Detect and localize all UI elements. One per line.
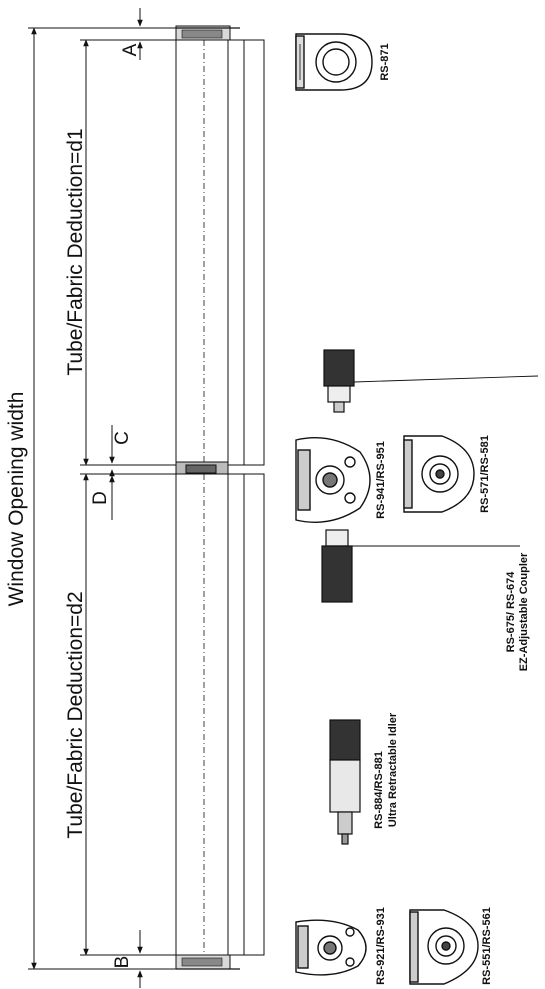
rs-871-label: RS-871 xyxy=(379,43,391,80)
rs-884-idler xyxy=(329,719,361,845)
a-dimension xyxy=(134,8,168,60)
top-bracket xyxy=(175,25,240,41)
b-dimension xyxy=(134,930,168,988)
rs-921-label: RS-921/RS-931 xyxy=(375,907,387,985)
center-coupler xyxy=(175,461,229,477)
d2-dimension xyxy=(80,473,176,956)
a-label: A xyxy=(120,43,141,56)
ez-adjustable-coupler-lower xyxy=(321,529,353,603)
rs-551-bracket xyxy=(409,909,479,985)
upper-tube xyxy=(175,39,265,466)
rs-571-bracket xyxy=(403,435,475,513)
d1-dimension xyxy=(80,39,176,466)
rs-884-label-line2: Ultra Retractable Idler xyxy=(387,712,399,827)
rs-941-label: RS-941/RS-951 xyxy=(375,441,387,519)
d1-label: Tube/Fabric Deduction=d1 xyxy=(64,128,87,375)
window-opening-width-label: Window Opening width xyxy=(5,392,28,607)
rs-675-label-line2: EZ-Adjustable Coupler xyxy=(518,552,530,671)
d2-label: Tube/Fabric Deduction=d2 xyxy=(64,591,87,838)
rs-921-bracket xyxy=(295,919,367,976)
rs-675-label-line1: RS-675/ RS-674 xyxy=(505,571,517,653)
ez-adjustable-coupler-upper xyxy=(323,349,355,413)
rs-571-label: RS-571/RS-581 xyxy=(479,435,491,513)
rs-884-label-line1: RS-884/RS-881 xyxy=(373,751,385,829)
c-label: C xyxy=(112,431,133,445)
d-dimension xyxy=(106,473,168,520)
lower-tube xyxy=(175,473,265,956)
rs-941-bracket xyxy=(295,437,371,523)
bottom-bracket xyxy=(175,954,240,970)
rs-551-label: RS-551/RS-561 xyxy=(481,907,493,985)
rs-871-bracket xyxy=(295,33,373,91)
coupler-leader-lines xyxy=(348,375,539,547)
shade-assembly xyxy=(175,25,265,970)
b-label: B xyxy=(112,956,133,969)
d-label: D xyxy=(90,491,111,505)
